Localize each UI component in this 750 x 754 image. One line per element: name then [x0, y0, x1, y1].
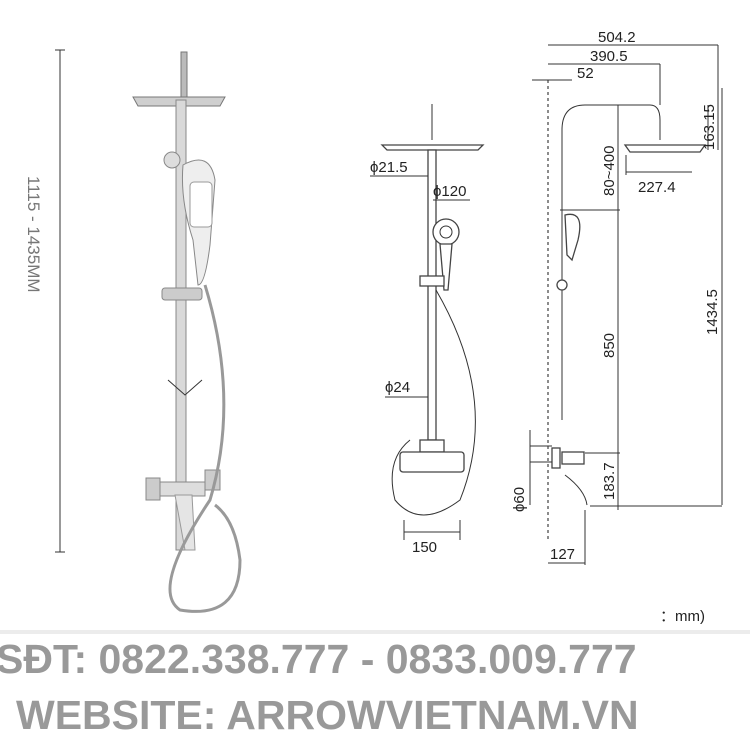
dim-wall-offset: 52 [577, 65, 594, 82]
front-view-drawing: ϕ21.5 ϕ120 ϕ24 150 [370, 104, 485, 556]
product-diagram: 1115 - 1435MM ϕ21.5 ϕ120 ϕ24 150 [24, 29, 723, 625]
dim-head-diameter: 227.4 [638, 179, 676, 196]
dim-escutcheon-diameter: ϕ60 [511, 487, 528, 512]
product-photo: 1115 - 1435MM [24, 49, 242, 613]
dim-arm-height: 80~400 [601, 146, 618, 196]
unit-note: ：mm) [660, 608, 705, 625]
contact-website: WEBSITE: ARROWVIETNAM.VN [16, 692, 639, 738]
dim-spout-height: 183.7 [601, 462, 618, 500]
dim-total-height: 1434.5 [704, 289, 721, 335]
dim-arm-diameter: ϕ21.5 [370, 159, 408, 176]
dim-total-reach: 504.2 [598, 29, 636, 46]
contact-phone: SĐT: 0822.338.777 - 0833.009.777 [0, 636, 637, 682]
dim-handshower-diameter: ϕ120 [433, 183, 466, 200]
dim-bar-height: 850 [601, 333, 618, 358]
dim-arm-reach: 390.5 [590, 48, 628, 65]
dim-pipe-diameter: ϕ24 [385, 379, 410, 396]
height-range-label: 1115 - 1435MM [24, 176, 43, 293]
dim-head-drop: 163.15 [701, 104, 718, 150]
dim-mixer-width: 150 [412, 539, 437, 556]
divider [0, 630, 750, 634]
dim-spout-reach: 127 [550, 546, 575, 563]
side-view-drawing: 504.2 390.5 52 163.15 227.4 80~400 850 1… [511, 29, 723, 625]
